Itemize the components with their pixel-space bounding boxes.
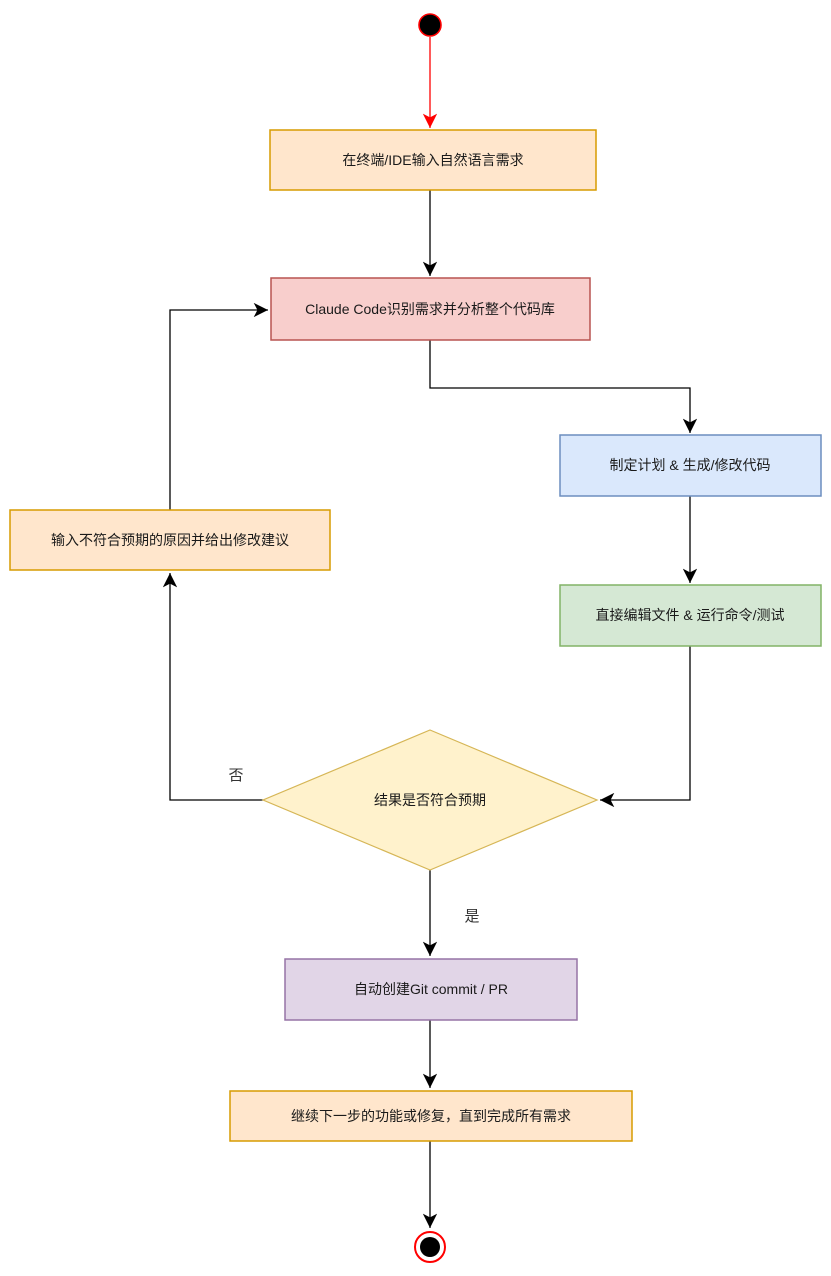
node-git-commit: 自动创建Git commit / PR xyxy=(284,958,578,1021)
node-analyze-codebase-label: Claude Code识别需求并分析整个代码库 xyxy=(305,301,555,317)
node-decision-expected-diamond xyxy=(261,729,599,871)
node-plan-generate: 制定计划 & 生成/修改代码 xyxy=(559,434,822,497)
node-analyze-codebase-box xyxy=(270,277,591,341)
node-input-requirement: 在终端/IDE输入自然语言需求 xyxy=(269,129,597,191)
end-node-inner-circle xyxy=(420,1237,440,1257)
node-input-requirement-box xyxy=(269,129,597,191)
node-plan-generate-box xyxy=(559,434,822,497)
node-analyze-codebase: Claude Code识别需求并分析整个代码库 xyxy=(270,277,591,341)
node-edit-run-label: 直接编辑文件 & 运行命令/测试 xyxy=(595,607,784,623)
node-decision-expected-label: 结果是否符合预期 xyxy=(374,792,486,808)
node-edit-run-box xyxy=(559,584,822,647)
node-continue-next-label: 继续下一步的功能或修复，直到完成所有需求 xyxy=(291,1108,571,1124)
edge-label-no: 否 xyxy=(228,767,243,784)
start-node xyxy=(418,13,442,37)
edge-label-yes: 是 xyxy=(464,908,479,925)
node-git-commit-label: 自动创建Git commit / PR xyxy=(354,981,508,997)
node-feedback-suggestion-label: 输入不符合预期的原因并给出修改建议 xyxy=(51,532,289,548)
node-input-requirement-label: 在终端/IDE输入自然语言需求 xyxy=(342,152,523,168)
node-plan-generate-label: 制定计划 & 生成/修改代码 xyxy=(609,457,770,473)
edge-decision-no-to-feedback xyxy=(162,573,263,801)
node-feedback-suggestion: 输入不符合预期的原因并给出修改建议 xyxy=(9,509,331,571)
edge-feedback-to-analyze xyxy=(169,302,268,510)
node-feedback-suggestion-box xyxy=(9,509,331,571)
node-decision-expected: 结果是否符合预期 xyxy=(261,729,599,871)
edge-analyze-to-plan xyxy=(429,340,698,433)
edge-edit-to-decision xyxy=(600,646,691,808)
end-node xyxy=(414,1231,446,1263)
node-git-commit-box xyxy=(284,958,578,1021)
node-continue-next: 继续下一步的功能或修复，直到完成所有需求 xyxy=(229,1090,633,1142)
node-edit-run: 直接编辑文件 & 运行命令/测试 xyxy=(559,584,822,647)
node-continue-next-box xyxy=(229,1090,633,1142)
